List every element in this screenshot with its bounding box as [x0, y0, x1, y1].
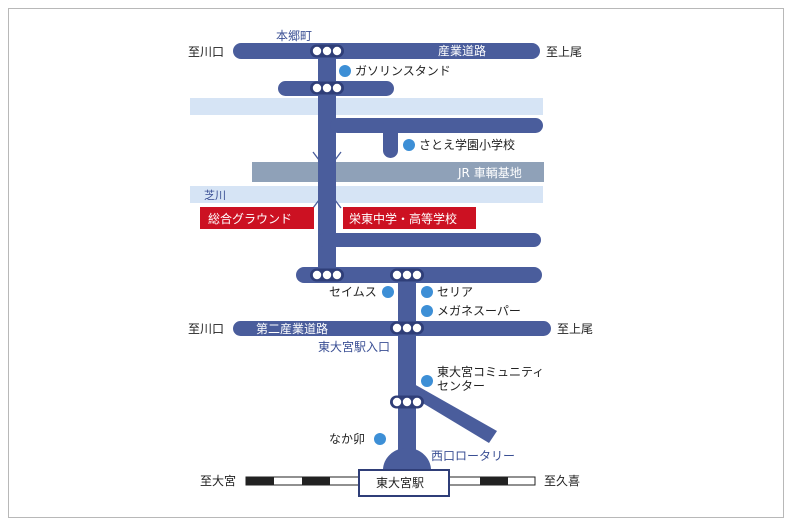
- label-seimusu: セイムス: [329, 285, 377, 299]
- diagonal-road: [406, 384, 497, 443]
- label-sakae-school: 栄東中学・高等学校: [349, 211, 457, 226]
- label-sogo-ground: 総合グラウンド: [208, 211, 292, 226]
- traffic-signal-icon: [390, 321, 424, 335]
- label-seria: セリア: [437, 285, 473, 299]
- station-box: [358, 469, 450, 497]
- label-satoe-school: さとえ学園小学校: [419, 137, 515, 152]
- river-band-lower: [190, 186, 543, 203]
- label-jr-depot: JR 車輌基地: [457, 166, 522, 180]
- label-mega-super: メガネスーパー: [437, 304, 521, 318]
- school-spur: [383, 118, 398, 158]
- station-plaza: [383, 448, 431, 470]
- traffic-signal-icon: [310, 268, 344, 282]
- traffic-signal-icon: [390, 395, 424, 409]
- label-to-ageo-bottom: 至上尾: [557, 322, 593, 336]
- label-to-kawaguchi-bottom: 至川口: [188, 322, 224, 336]
- main-vertical-road: [318, 43, 336, 283]
- label-gasoline-stand: ガソリンスタンド: [355, 64, 451, 78]
- east-vertical-road: [398, 267, 416, 462]
- poi-dots: [339, 65, 433, 445]
- traffic-signals: [310, 44, 424, 409]
- label-hongo-cho: 本郷町: [276, 29, 312, 43]
- label-daini-sangyo-doro: 第二産業道路: [256, 321, 328, 336]
- label-to-ageo-top: 至上尾: [546, 45, 582, 59]
- school-road: [330, 118, 543, 133]
- bridge-marks: [312, 151, 342, 209]
- poi-dot-mega: [421, 305, 433, 317]
- poi-dot-seria: [421, 286, 433, 298]
- label-nakau: なか卯: [329, 432, 365, 446]
- label-higashi-omiya-entrance: 東大宮駅入口: [318, 339, 390, 354]
- traffic-signal-icon: [390, 268, 424, 282]
- middle-road: [318, 233, 541, 247]
- label-sangyo-doro: 産業道路: [438, 43, 486, 58]
- label-station: 東大宮駅: [376, 475, 424, 490]
- sangyo-road: [233, 43, 540, 59]
- label-west-rotary: 西口ロータリー: [431, 449, 515, 463]
- sakae-school-bg: [343, 207, 476, 229]
- label-to-omiya: 至大宮: [200, 473, 236, 488]
- label-community-center-2: センター: [437, 379, 485, 393]
- traffic-signal-icon: [310, 44, 344, 58]
- poi-dot-community: [421, 375, 433, 387]
- label-to-kawaguchi-top: 至川口: [188, 45, 224, 59]
- sogo-ground-bg: [200, 207, 314, 229]
- poi-dot-nakau: [374, 433, 386, 445]
- river-band-upper: [190, 98, 543, 115]
- label-shibakawa: 芝川: [204, 189, 226, 202]
- poi-dot-seimusu: [382, 286, 394, 298]
- traffic-signal-icon: [310, 81, 344, 95]
- road-network: [233, 43, 551, 470]
- label-to-kuki: 至久喜: [544, 474, 580, 488]
- label-community-center-1: 東大宮コミュニティ: [437, 364, 544, 379]
- poi-dot-gasoline: [339, 65, 351, 77]
- map-frame: [8, 8, 784, 518]
- poi-dot-satoe: [403, 139, 415, 151]
